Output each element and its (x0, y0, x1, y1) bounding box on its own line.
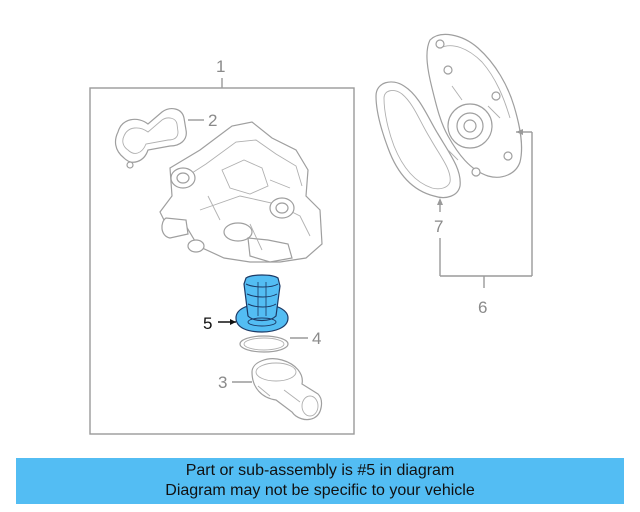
thermostat-housing[interactable] (159, 121, 323, 263)
water-pump-part-6[interactable] (426, 33, 523, 178)
callout-6-arrow (516, 129, 523, 135)
gasket-part-2[interactable] (114, 108, 187, 169)
callout-6[interactable]: 6 (478, 298, 487, 317)
info-banner: Part or sub-assembly is #5 in diagram Di… (16, 458, 624, 504)
callout-4[interactable]: 4 (312, 329, 321, 348)
callout-3[interactable]: 3 (218, 373, 227, 392)
parts-diagram: 1 2 5 4 (89, 33, 533, 435)
callout-7-arrow (437, 198, 443, 205)
thermostat-part-5[interactable] (235, 274, 289, 333)
callout-5[interactable]: 5 (203, 314, 212, 333)
callout-1[interactable]: 1 (216, 57, 225, 76)
callout-7[interactable]: 7 (434, 217, 443, 236)
o-ring-inner (243, 337, 285, 351)
o-ring-part-4[interactable] (239, 335, 289, 353)
thermostat-cover-part-3[interactable] (251, 358, 323, 421)
banner-line-2: Diagram may not be specific to your vehi… (165, 482, 475, 499)
water-pump-gasket-part-7[interactable] (375, 81, 461, 199)
callout-5-arrow (230, 319, 236, 325)
callout-2[interactable]: 2 (208, 111, 217, 130)
banner-line-1: Part or sub-assembly is #5 in diagram (185, 462, 455, 479)
